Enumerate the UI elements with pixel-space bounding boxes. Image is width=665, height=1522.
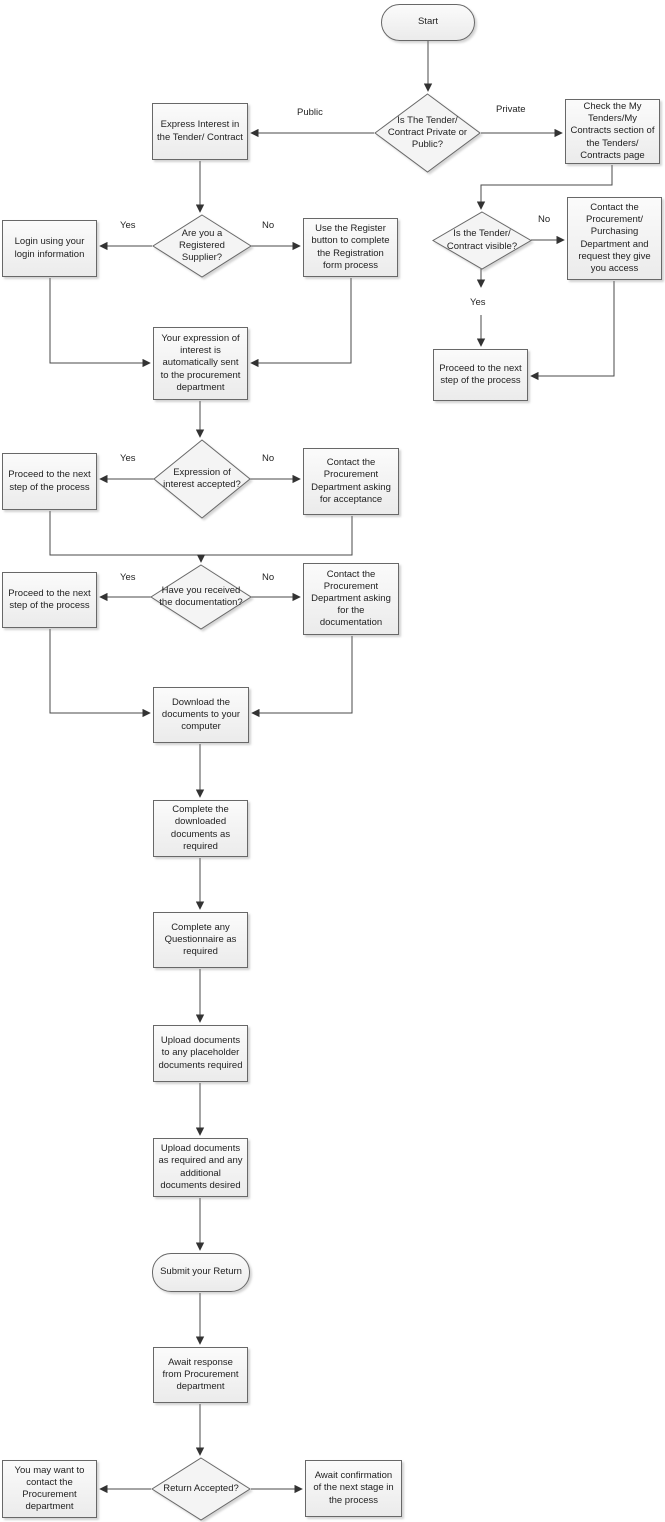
terminator-submit-return-label: Submit your Return (160, 1266, 242, 1278)
step-proceed-after-visible: Proceed to the next step of the process (433, 349, 528, 401)
step-proceed-after-documentation-label: Proceed to the next step of the process (8, 587, 91, 611)
step-expression-sent-label: Your expression of interest is automatic… (160, 333, 241, 393)
step-contact-procurement-final: You may want to contact the Procurement … (2, 1460, 97, 1518)
step-await-response: Await response from Procurement departme… (153, 1347, 248, 1403)
edge-label-yes-expression: Yes (120, 453, 136, 464)
edge-label-no-visible: No (538, 214, 551, 225)
step-register-label: Use the Register button to complete the … (311, 223, 390, 271)
step-proceed-after-visible-label: Proceed to the next step of the process (439, 362, 522, 386)
diamond-shape (375, 94, 480, 172)
step-complete-documents-label: Complete the downloaded documents as req… (170, 804, 231, 852)
step-upload-additional-documents-label: Upload documents as required and any add… (158, 1143, 243, 1191)
decision-expression-accepted-label: Expression of interest accepted? (163, 466, 241, 490)
decision-documentation-received: Have you received the documentation? (151, 565, 251, 629)
decision-private-or-public: Is The Tender/ Contract Private or Publi… (375, 94, 480, 172)
edge-label-private: Private (496, 104, 526, 115)
diamond-shape (151, 565, 251, 629)
decision-tender-visible: Is the Tender/ Contract visible? (433, 212, 531, 269)
step-contact-for-acceptance-label: Contact the Procurement Department askin… (311, 457, 391, 505)
step-express-interest-label: Express Interest in the Tender/ Contract (157, 119, 243, 143)
step-download-documents-label: Download the documents to your computer (161, 696, 241, 733)
step-await-response-label: Await response from Procurement departme… (162, 1356, 239, 1393)
step-complete-questionnaire: Complete any Questionnaire as required (153, 912, 248, 968)
diamond-shape (154, 440, 250, 518)
step-complete-questionnaire-label: Complete any Questionnaire as required (164, 921, 237, 958)
step-await-confirmation: Await confirmation of the next stage in … (305, 1460, 402, 1517)
step-contact-for-documentation: Contact the Procurement Department askin… (303, 563, 399, 635)
step-check-my-tenders-label: Check the My Tenders/My Contracts sectio… (570, 101, 655, 161)
decision-private-or-public-label: Is The Tender/ Contract Private or Publi… (387, 114, 468, 151)
step-proceed-after-acceptance: Proceed to the next step of the process (2, 453, 97, 510)
diamond-shape (153, 215, 251, 277)
step-login: Login using your login information (2, 220, 97, 277)
edge-label-no-registered: No (262, 220, 275, 231)
step-upload-additional-documents: Upload documents as required and any add… (153, 1138, 248, 1197)
step-download-documents: Download the documents to your computer (153, 687, 249, 743)
edge-label-no-documentation: No (262, 572, 275, 583)
step-login-label: Login using your login information (14, 236, 85, 260)
diamond-shape (152, 1458, 250, 1520)
step-proceed-after-acceptance-label: Proceed to the next step of the process (8, 469, 91, 493)
terminator-start: Start (381, 4, 475, 41)
step-contact-for-acceptance: Contact the Procurement Department askin… (303, 448, 399, 515)
edge-label-no-expression: No (262, 453, 275, 464)
step-contact-for-documentation-label: Contact the Procurement Department askin… (311, 568, 391, 629)
terminator-submit-return: Submit your Return (152, 1253, 250, 1292)
step-check-my-tenders: Check the My Tenders/My Contracts sectio… (565, 99, 660, 164)
step-proceed-after-documentation: Proceed to the next step of the process (2, 572, 97, 628)
step-contact-procurement-final-label: You may want to contact the Procurement … (14, 1464, 85, 1513)
diamond-shape (433, 212, 531, 269)
step-expression-sent: Your expression of interest is automatic… (153, 327, 248, 400)
edge-label-public: Public (297, 107, 323, 118)
step-contact-procurement-access: Contact the Procurement/ Purchasing Depa… (567, 197, 662, 280)
step-upload-placeholder-documents-label: Upload documents to any placeholder docu… (158, 1035, 243, 1071)
step-complete-documents: Complete the downloaded documents as req… (153, 800, 248, 857)
step-contact-procurement-access-label: Contact the Procurement/ Purchasing Depa… (578, 202, 651, 274)
step-express-interest: Express Interest in the Tender/ Contract (152, 103, 248, 160)
decision-documentation-received-label: Have you received the documentation? (159, 584, 243, 608)
decision-return-accepted: Return Accepted? (152, 1458, 250, 1520)
edge-label-yes-documentation: Yes (120, 572, 136, 583)
decision-return-accepted-label: Return Accepted? (163, 1482, 239, 1494)
edge-label-yes-visible: Yes (470, 297, 486, 308)
edge-label-yes-registered: Yes (120, 220, 136, 231)
step-await-confirmation-label: Await confirmation of the next stage in … (313, 1470, 394, 1506)
step-upload-placeholder-documents: Upload documents to any placeholder docu… (153, 1025, 248, 1082)
decision-expression-accepted: Expression of interest accepted? (154, 440, 250, 518)
decision-tender-visible-label: Is the Tender/ Contract visible? (446, 228, 518, 252)
terminator-start-label: Start (417, 16, 439, 28)
decision-registered-supplier-label: Are you a Registered Supplier? (179, 227, 225, 264)
decision-registered-supplier: Are you a Registered Supplier? (153, 215, 251, 277)
step-register: Use the Register button to complete the … (303, 218, 398, 277)
